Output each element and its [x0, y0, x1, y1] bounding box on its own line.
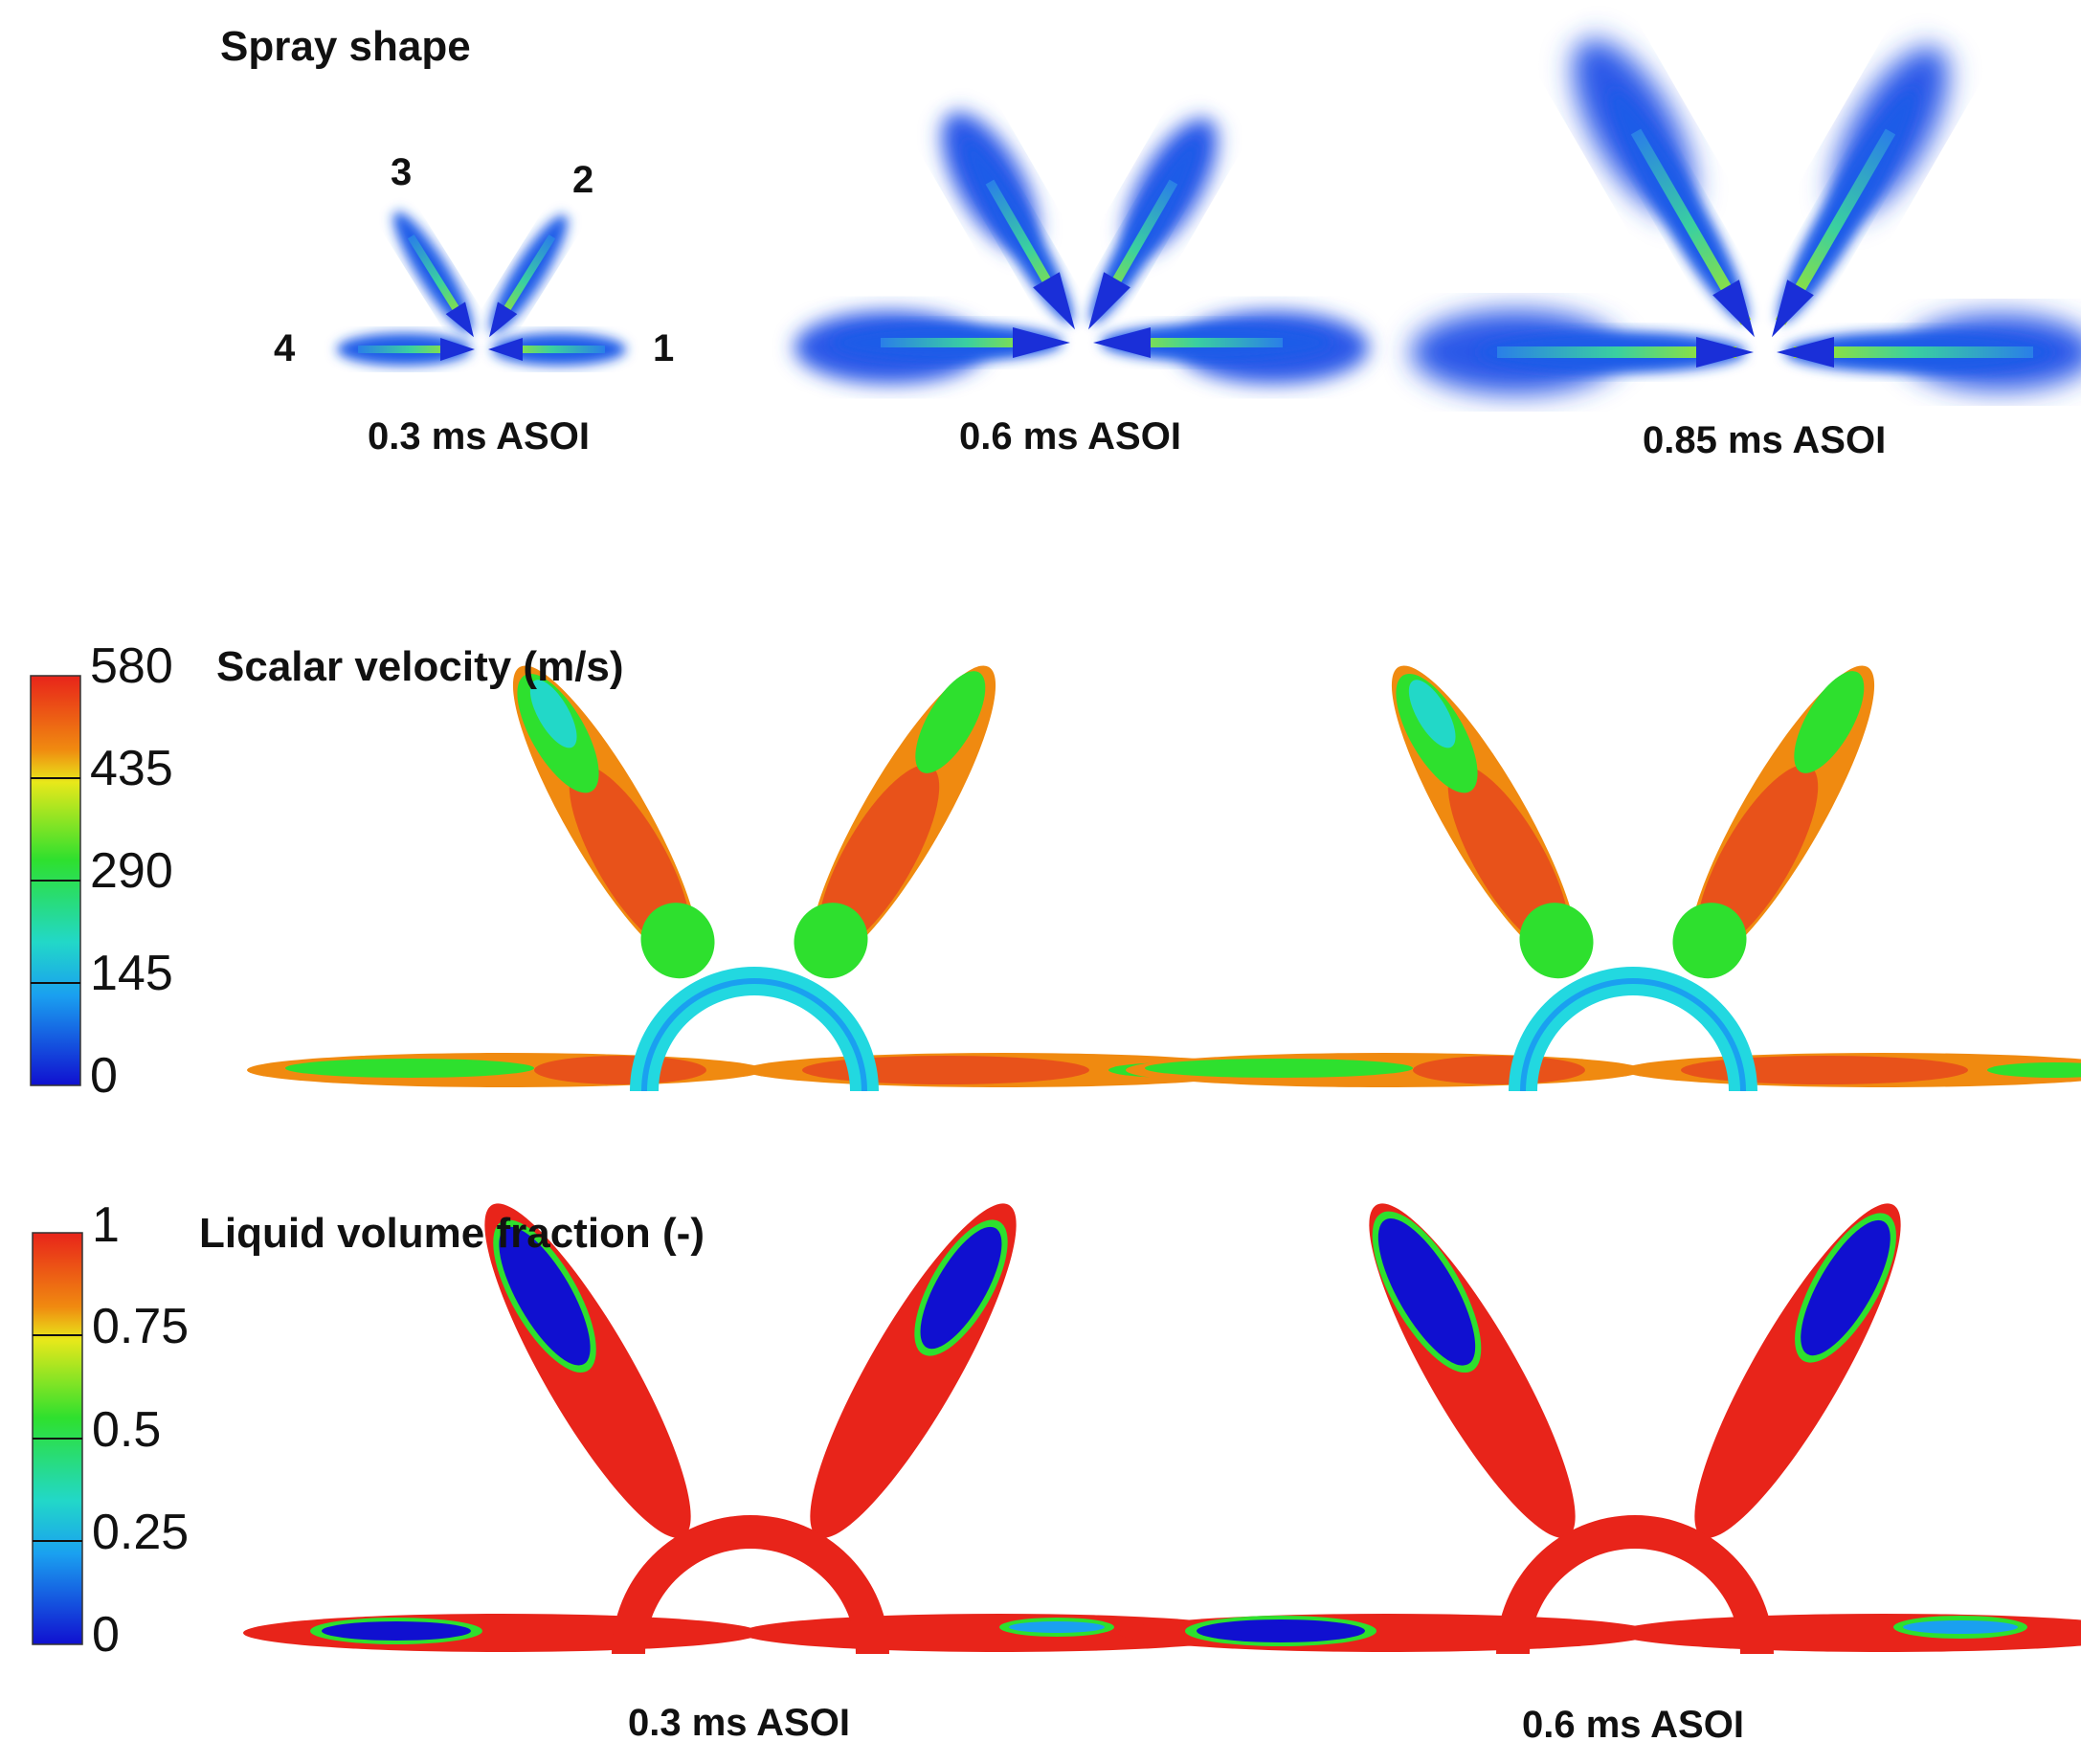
spray-snapshot-1 — [337, 212, 626, 366]
spray-caption-0.85ms: 0.85 ms ASOI — [1643, 419, 1887, 461]
spray-caption-0.6ms: 0.6 ms ASOI — [959, 415, 1181, 458]
volume-fraction-tick-0.25: 0.25 — [92, 1505, 190, 1560]
plume-number-3: 3 — [391, 151, 413, 193]
plume-number-4: 4 — [274, 327, 296, 369]
volume-fraction-contour-0.6ms — [1118, 1203, 2081, 1654]
plume-number-2: 2 — [572, 159, 594, 201]
velocity-tick-0: 0 — [90, 1048, 118, 1104]
spray-snapshot-2 — [794, 112, 1369, 384]
spray-caption-0.3ms: 0.3 ms ASOI — [368, 415, 590, 458]
velocity-tick-290: 290 — [90, 843, 173, 899]
volume-fraction-title: Liquid volume fraction (-) — [199, 1210, 705, 1257]
velocity-contour-0.3ms — [247, 665, 1262, 1091]
volume-fraction-tick-0.75: 0.75 — [92, 1299, 190, 1354]
plume-number-1: 1 — [653, 327, 675, 369]
velocity-tick-435: 435 — [90, 741, 173, 796]
velocity-title: Scalar velocity (m/s) — [216, 643, 624, 690]
velocity-contour-0.6ms — [1126, 665, 2081, 1091]
volume-fraction-colorbar — [32, 1232, 83, 1645]
bottom-caption-0.6ms: 0.6 ms ASOI — [1522, 1704, 1744, 1746]
volume-fraction-contour-0.3ms — [243, 1203, 1258, 1654]
volume-fraction-tick-1: 1 — [92, 1197, 120, 1253]
velocity-tick-145: 145 — [90, 946, 173, 1001]
velocity-tick-580: 580 — [90, 638, 173, 694]
spray-shape-title: Spray shape — [220, 23, 471, 70]
volume-fraction-tick-0.5: 0.5 — [92, 1402, 162, 1458]
spray-snapshot-3 — [1411, 38, 2081, 394]
bottom-caption-0.3ms: 0.3 ms ASOI — [628, 1702, 850, 1744]
volume-fraction-tick-0: 0 — [92, 1607, 120, 1663]
velocity-colorbar — [30, 675, 81, 1086]
